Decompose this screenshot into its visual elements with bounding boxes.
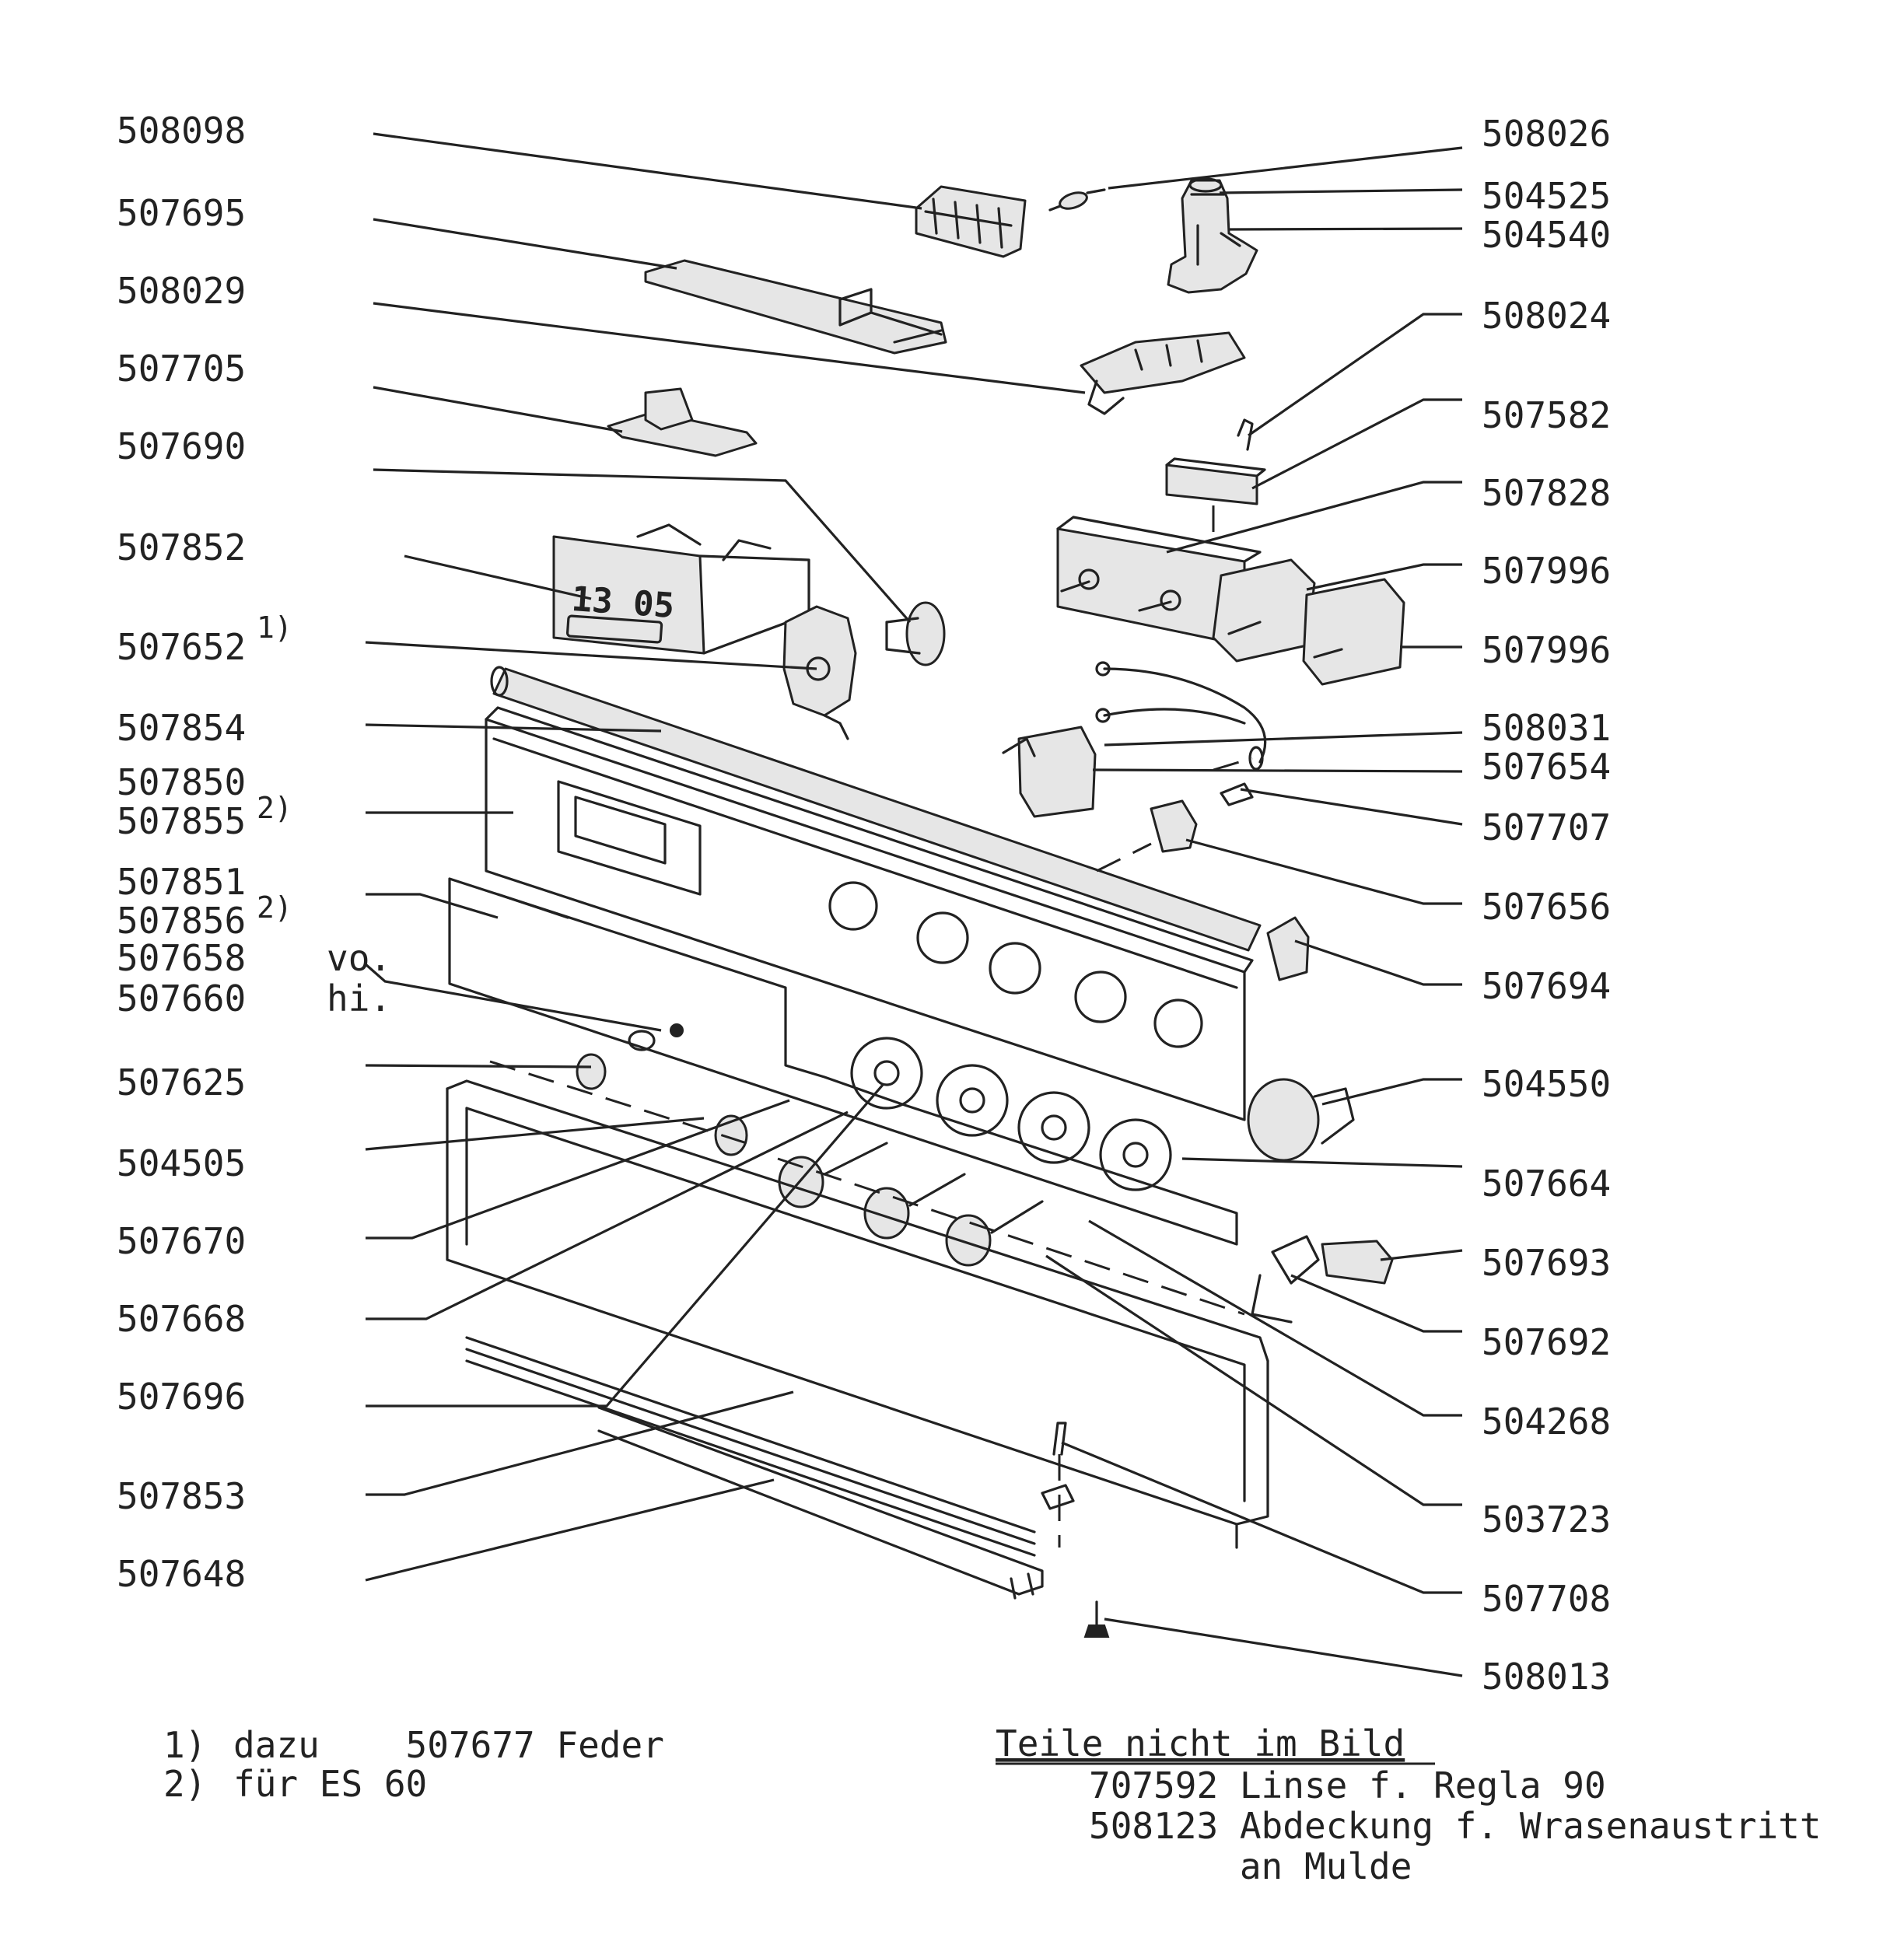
- footnote-1-text: dazu 507677 Feder: [233, 1724, 664, 1766]
- label-507692: 507692: [1482, 1321, 1611, 1363]
- part-thermostat-504550: [1247, 1078, 1355, 1162]
- label-507658: 507658: [117, 937, 246, 979]
- label-507660: 507660: [117, 977, 246, 1019]
- label-507996-b: 507996: [1482, 629, 1611, 671]
- part-bar-507695: [644, 259, 947, 355]
- part-terminal-block-508098: [915, 185, 1027, 258]
- part-dials: [850, 1037, 1172, 1191]
- part-contact-strip-508029: [1080, 331, 1246, 415]
- label-508029: 508029: [117, 270, 246, 312]
- leader-lines: [364, 132, 1463, 1677]
- label-508013: 508013: [1482, 1656, 1611, 1698]
- label-507828: 507828: [1482, 472, 1611, 514]
- footnote-2-text: für ES 60: [233, 1763, 427, 1805]
- label-507851: 507851: [117, 861, 246, 903]
- assembly-dash-lines: [489, 505, 1253, 1316]
- label-503723: 503723: [1482, 1499, 1611, 1541]
- part-holder-507656: [1150, 799, 1198, 853]
- footnote-1-marker: 1): [163, 1724, 206, 1766]
- label-507582: 507582: [1482, 394, 1611, 436]
- part-switch-cluster-507828: [1056, 516, 1405, 686]
- label-508026: 508026: [1482, 113, 1611, 155]
- label-504505: 504505: [117, 1142, 246, 1184]
- part-clip-507707: [1220, 746, 1264, 806]
- label-507707: 507707: [1482, 806, 1611, 848]
- part-module-507582: [1165, 418, 1266, 505]
- footnote-mark-2a: 2): [257, 791, 292, 825]
- part-plate-507652: [782, 605, 857, 740]
- label-507854: 507854: [117, 707, 246, 749]
- footnote-mark-2b: 2): [257, 890, 292, 925]
- right-labels: 508026 504525 504540 508024 507582 50782…: [1482, 113, 1611, 1698]
- label-507648: 507648: [117, 1553, 246, 1595]
- not-in-picture-item-1: 707592 Linse f. Regla 90: [1089, 1764, 1606, 1806]
- part-lamp-tube-507854: [490, 666, 1262, 952]
- label-507690: 507690: [117, 425, 246, 467]
- label-508098: 508098: [117, 110, 246, 152]
- label-507652: 507652: [117, 626, 246, 668]
- footnote-mark-1: 1): [257, 610, 292, 645]
- label-507670: 507670: [117, 1220, 246, 1262]
- label-504540: 504540: [1482, 214, 1611, 256]
- parts-not-in-picture: Teile nicht im Bild 707592 Linse f. Regl…: [996, 1722, 1822, 1887]
- label-504268: 504268: [1482, 1401, 1611, 1443]
- not-in-picture-item-2: 508123 Abdeckung f. Wrasenaustritt: [1089, 1805, 1822, 1847]
- not-in-picture-item-3: an Mulde: [1089, 1845, 1412, 1887]
- part-end-cap-507694: [1266, 916, 1310, 981]
- part-lamp-507693: [1251, 1235, 1394, 1324]
- part-lower-frame-507696: [446, 1079, 1269, 1549]
- label-507668: 507668: [117, 1298, 246, 1340]
- label-507656: 507656: [1482, 886, 1611, 928]
- part-screw-507708: [1041, 1422, 1075, 1548]
- part-pin-508013: [1083, 1600, 1110, 1638]
- left-labels: 508098 507695 508029 507705 507690 50785…: [117, 110, 391, 1595]
- label-507695: 507695: [117, 192, 246, 234]
- label-507693: 507693: [1482, 1242, 1611, 1284]
- label-507654: 507654: [1482, 746, 1611, 788]
- part-fuse-508026: [1048, 188, 1106, 212]
- part-wires-508031: [1095, 661, 1267, 764]
- label-507625: 507625: [117, 1061, 246, 1103]
- label-507708: 507708: [1482, 1578, 1611, 1620]
- label-507694: 507694: [1482, 965, 1611, 1007]
- label-504550: 504550: [1482, 1063, 1611, 1105]
- label-vo: vo.: [327, 937, 391, 979]
- part-timer-507852: 13 05: [552, 523, 810, 655]
- label-507852: 507852: [117, 526, 246, 568]
- label-508031: 508031: [1482, 707, 1611, 749]
- label-507856: 507856: [117, 900, 246, 942]
- part-profile-507648: [597, 1406, 1044, 1600]
- label-507696: 507696: [117, 1376, 246, 1418]
- part-lamp-holder-504525: [1167, 177, 1258, 294]
- footnote-2-marker: 2): [163, 1763, 206, 1805]
- label-507855: 507855: [117, 800, 246, 842]
- label-hi: hi.: [327, 977, 391, 1019]
- not-in-picture-heading: Teile nicht im Bild: [996, 1722, 1405, 1764]
- label-507664: 507664: [1482, 1163, 1611, 1205]
- label-507996-a: 507996: [1482, 550, 1611, 592]
- part-front-panel-507850: [485, 706, 1254, 1121]
- label-507853: 507853: [117, 1475, 246, 1517]
- label-508024: 508024: [1482, 295, 1611, 337]
- label-507705: 507705: [117, 348, 246, 390]
- label-504525: 504525: [1482, 175, 1611, 217]
- part-bracket-507705: [607, 387, 758, 457]
- footnotes: 1) dazu 507677 Feder 2) für ES 60: [163, 1724, 664, 1805]
- part-contact-507654: [1002, 726, 1097, 818]
- part-knobs: [576, 1023, 1044, 1267]
- part-trim-frame-507851: [448, 877, 1238, 1246]
- part-knob-shaft-507690: [885, 601, 946, 666]
- parts: 13 05: [446, 177, 1405, 1638]
- part-rail-507853: [465, 1336, 1036, 1557]
- label-507850: 507850: [117, 761, 246, 803]
